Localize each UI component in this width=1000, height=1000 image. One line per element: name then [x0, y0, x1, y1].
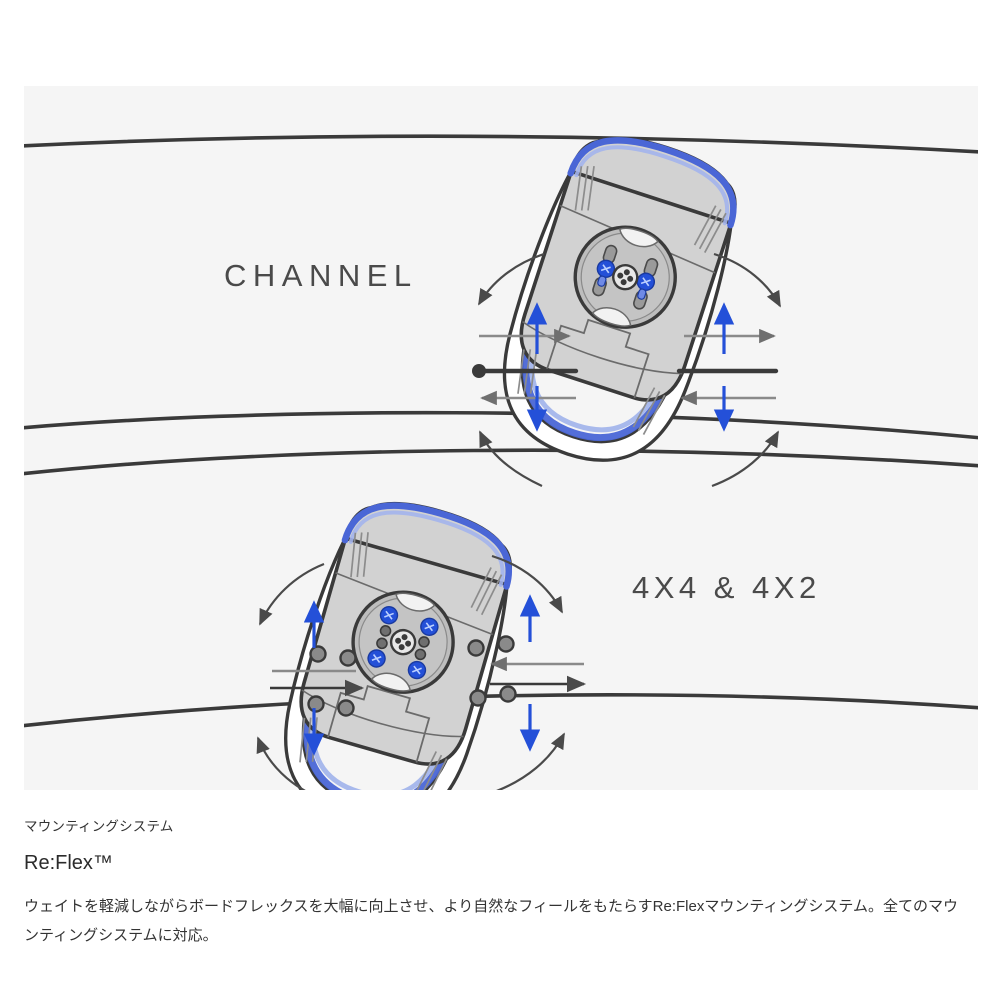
board-edge-upper-top — [24, 134, 978, 154]
channel-slider-knob-left — [472, 364, 486, 378]
insert-holes-left — [307, 645, 357, 717]
board-edge-upper-bottom — [24, 410, 978, 440]
rotation-arrow-upper-left — [478, 252, 545, 306]
channel-adjust-arrows-right — [676, 252, 781, 488]
channel-adjust-arrows-left — [472, 252, 579, 487]
panel-background — [24, 86, 978, 790]
channel-label: CHANNEL — [224, 258, 418, 293]
category-eyebrow: マウンティングシステム — [24, 819, 174, 834]
insert-holes-right — [467, 635, 517, 707]
board-edge-lower-top — [24, 448, 978, 476]
caption-block: マウンティングシステム Re:Flex™ ウェイトを軽減しながらボードフレックス… — [24, 818, 964, 950]
adjust-arrows-lower-left — [256, 562, 365, 790]
four-by-four-label: 4X4 & 4X2 — [632, 570, 821, 605]
rotation-arrow-lower-right — [711, 430, 779, 488]
rotation-arrow-lower-left — [478, 430, 543, 487]
adjust-arrows-lower-right — [490, 554, 587, 790]
mounting-system-illustration: CHANNEL — [24, 86, 978, 790]
rotation-arrow-upper-right — [713, 252, 781, 308]
snowboard-upper — [24, 134, 978, 440]
product-description: ウェイトを軽減しながらボードフレックスを大幅に向上させ、より自然なフィールをもた… — [24, 897, 958, 945]
mounting-system-diagram-panel: CHANNEL — [24, 86, 978, 790]
page-title: Re:Flex™ — [24, 851, 113, 874]
